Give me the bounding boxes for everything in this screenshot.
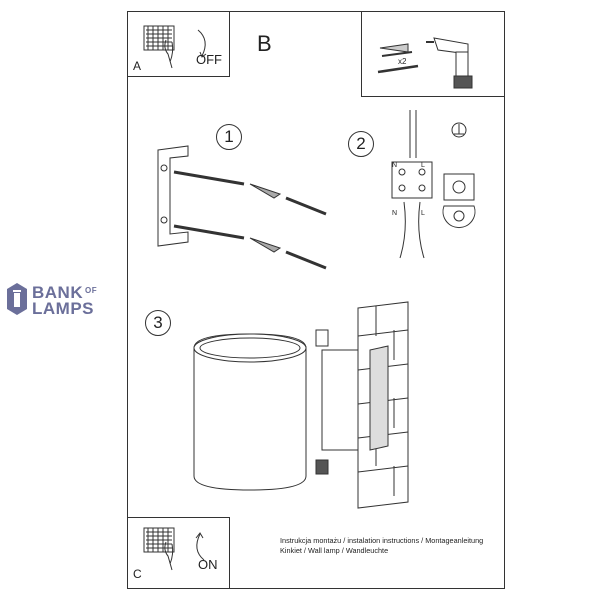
wire-n-bottom: N <box>392 210 398 217</box>
panel-b-tools: x2 <box>361 11 505 97</box>
mounting-bracket-illustration <box>157 145 327 270</box>
instruction-sheet <box>127 11 505 589</box>
screws-and-drill-illustration <box>377 37 473 89</box>
panel-b-label: B <box>257 31 272 56</box>
caption-line-2: Kinkiet / Wall lamp / Wandleuchte <box>280 546 389 555</box>
brand-of: OF <box>85 286 98 295</box>
on-label: ON <box>198 557 218 572</box>
panel-a-label: A <box>133 59 142 73</box>
step-3-marker: 3 <box>145 310 171 336</box>
wiring-illustration <box>391 110 476 259</box>
switch-on-illustration <box>143 527 205 571</box>
wire-l-bottom: L <box>421 210 425 217</box>
panel-a-switch-off: A OFF <box>127 11 230 77</box>
switch-off-illustration <box>143 25 207 69</box>
caption-line-1: Instrukcja montażu / instalation instruc… <box>280 536 484 545</box>
lighthouse-logo-icon <box>7 283 27 315</box>
brand-line-1: BANK <box>32 283 84 302</box>
panel-c-switch-on: C ON <box>127 517 230 589</box>
wall-lamp-illustration <box>193 301 409 509</box>
wire-n-top: N <box>392 162 398 169</box>
panel-c-label: C <box>133 567 142 581</box>
brand-line-2: LAMPS <box>32 299 94 318</box>
step-1-marker: 1 <box>216 124 242 150</box>
wire-l-top: L <box>421 162 425 169</box>
quantity-label: x2 <box>398 57 407 66</box>
off-label: OFF <box>196 52 222 67</box>
step-2-marker: 2 <box>348 131 374 157</box>
